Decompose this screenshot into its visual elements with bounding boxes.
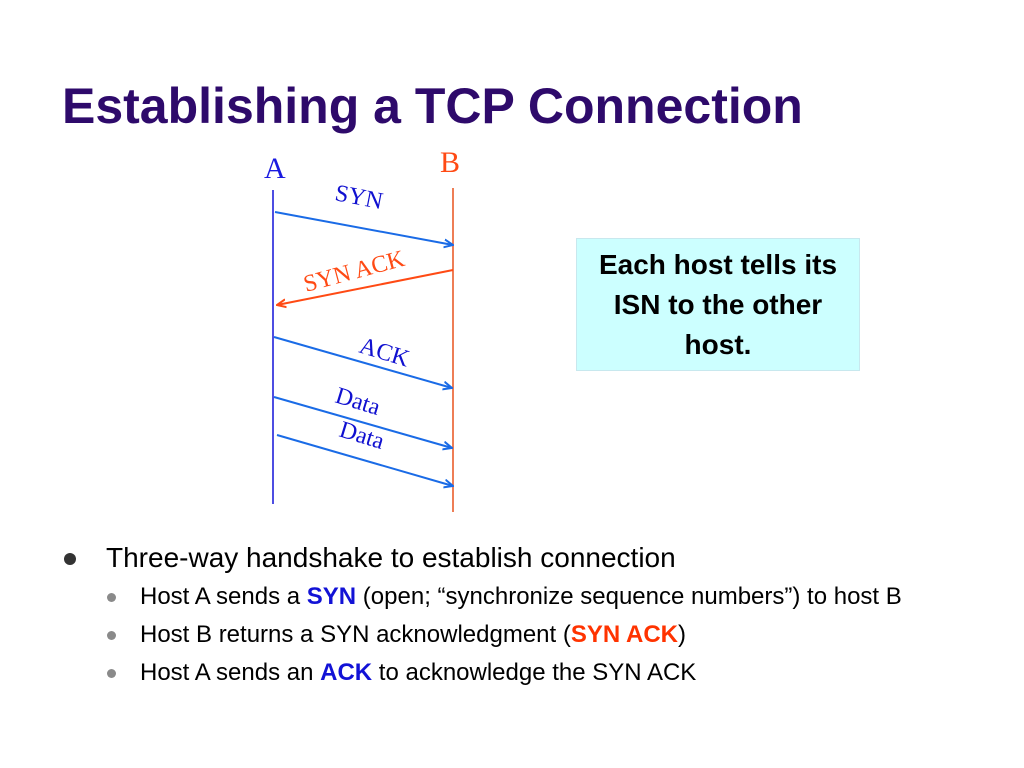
syn-ack-arrow [277, 269, 454, 305]
sub-bullet-text: Host A sends an [140, 659, 321, 686]
sub-bullet-text: (open; “synchronize sequence numbers”) t… [356, 583, 902, 610]
tcp-handshake-diagram: A B SYN SYN ACK ACK Data Data [264, 146, 460, 512]
ack-label: ACK [356, 333, 413, 373]
ack-arrow [273, 336, 452, 388]
syn-ack-keyword: SYN ACK [570, 621, 678, 648]
sub-bullet-text: ) [677, 621, 686, 648]
isn-callout-text: Each host tells its ISN to the other hos… [598, 248, 838, 360]
host-a-label: A [264, 152, 286, 185]
syn-arrow [274, 211, 453, 245]
data-label-2: Data [336, 417, 387, 455]
sub-bullet-item: Host A sends a SYN (open; “synchronize s… [106, 582, 1002, 612]
data-arrow-1 [273, 396, 452, 448]
bullet-main-text: Three-way handshake to establish connect… [106, 542, 676, 573]
sub-bullet-list: Host A sends a SYN (open; “synchronize s… [106, 582, 1002, 688]
sub-bullet-item: Host B returns a SYN acknowledgment (SYN… [106, 620, 1002, 650]
bullet-item: Three-way handshake to establish connect… [62, 540, 1002, 688]
sub-bullet-item: Host A sends an ACK to acknowledge the S… [106, 658, 1002, 688]
isn-callout-box: Each host tells its ISN to the other hos… [576, 238, 860, 371]
ack-keyword: ACK [320, 659, 373, 686]
bullet-list: Three-way handshake to establish connect… [62, 540, 1002, 696]
sub-bullet-text: to acknowledge the SYN ACK [372, 659, 697, 686]
slide-title: Establishing a TCP Connection [62, 78, 803, 134]
syn-label: SYN [333, 180, 385, 215]
sub-bullet-text: Host A sends a [140, 583, 307, 610]
syn-keyword: SYN [306, 583, 357, 610]
data-arrow-2 [276, 434, 453, 486]
host-b-label: B [440, 146, 460, 179]
sub-bullet-text: Host B returns a SYN acknowledgment ( [140, 621, 571, 648]
